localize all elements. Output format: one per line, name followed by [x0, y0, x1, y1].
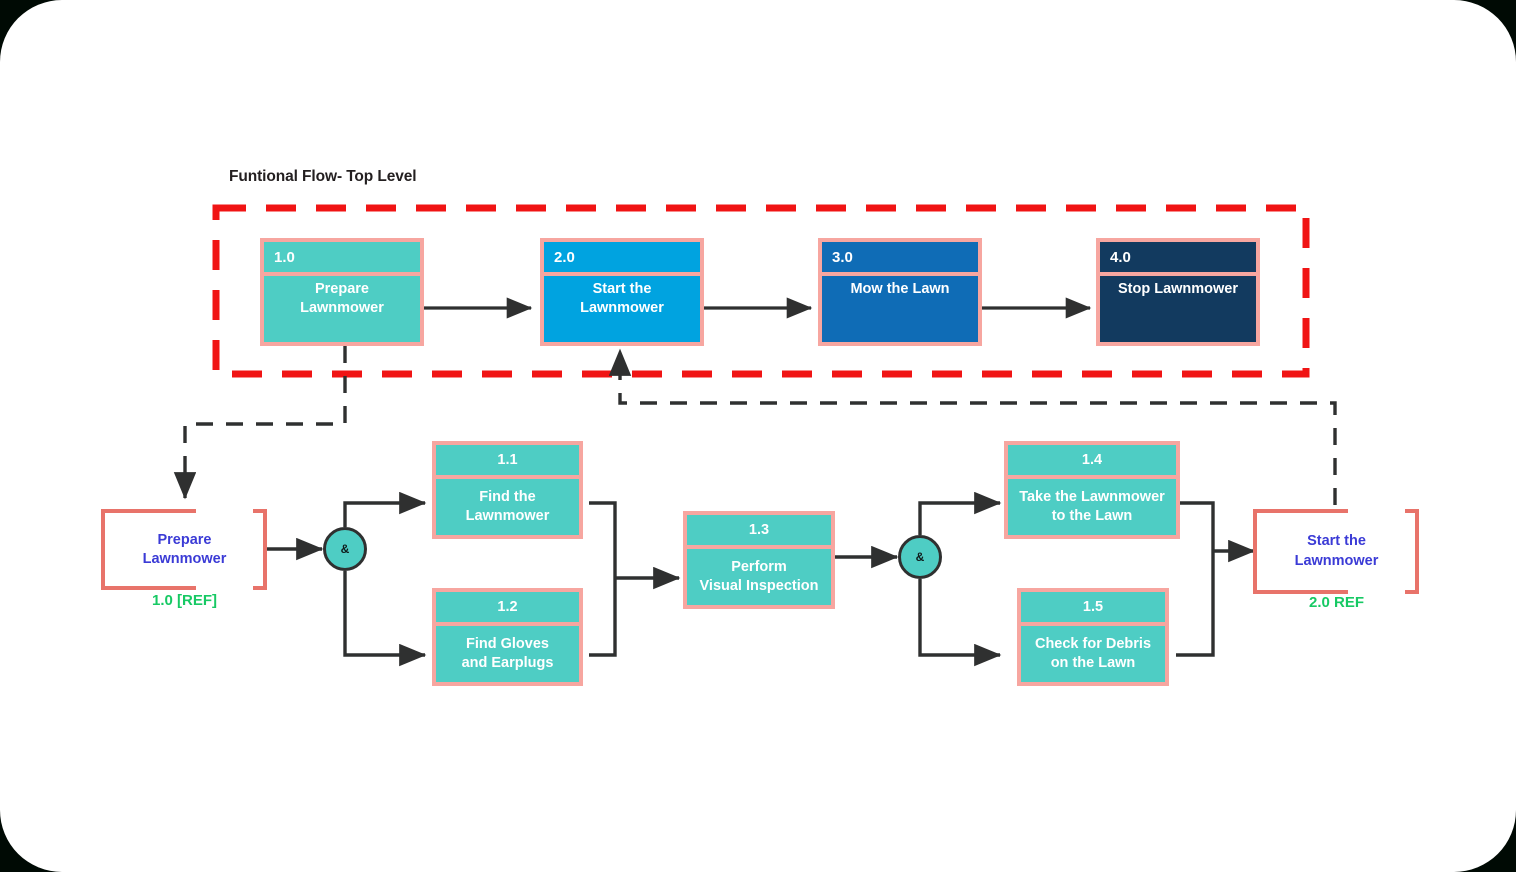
page-title: Funtional Flow- Top Level [229, 168, 417, 185]
ref-box-label: Prepare Lawnmower [143, 531, 227, 570]
arrow-gate-to-14 [918, 491, 1002, 535]
ref-label-line1: Prepare [157, 531, 212, 548]
function-label-line1: Prepare [314, 281, 369, 297]
function-label: Find the Lawnmower [436, 475, 579, 535]
function-label-line1: Mow the Lawn [850, 281, 950, 297]
function-label-line2: to the Lawn [1051, 508, 1133, 524]
function-label-line2: Visual Inspection [699, 578, 819, 594]
function-label: Start the Lawnmower [544, 272, 700, 342]
function-box-1-4[interactable]: 1.4 Take the Lawnmower to the Lawn [1004, 441, 1180, 539]
arrow-gate-to-15 [918, 579, 1002, 667]
function-id: 1.0 [274, 248, 295, 266]
function-label-line1: Check for Debris [1034, 635, 1152, 652]
function-label-line1: Find the [479, 488, 536, 505]
function-box-3-0[interactable]: 3.0 Mow the Lawn [818, 238, 982, 346]
ref-caption-entry: 1.0 [REF] [151, 592, 217, 609]
function-id: 4.0 [1110, 248, 1131, 266]
ref-label-line2: Lawnmower [1294, 552, 1379, 569]
and-gate-symbol: & [340, 542, 350, 556]
merge-14-15 [1176, 501, 1215, 657]
and-gate-left[interactable]: & [323, 527, 367, 571]
function-label: Perform Visual Inspection [687, 545, 831, 605]
function-label-line2: on the Lawn [1050, 655, 1136, 671]
function-label-line2: Lawnmower [580, 300, 664, 317]
function-label-line2: Lawnmower [465, 508, 550, 524]
function-label-line1: Perform [731, 558, 787, 575]
decomposition-link-out [608, 348, 1337, 505]
function-label: Check for Debris on the Lawn [1021, 622, 1165, 682]
function-id: 1.3 [748, 522, 770, 538]
function-label-line1: Stop Lawnmower [1117, 281, 1239, 297]
merge-11-12 [589, 501, 617, 657]
function-box-1-5[interactable]: 1.5 Check for Debris on the Lawn [1017, 588, 1169, 686]
arrow-gate-to-12 [343, 571, 427, 667]
function-label: Prepare Lawnmower [264, 272, 420, 342]
function-box-4-0[interactable]: 4.0 Stop Lawnmower [1096, 238, 1260, 346]
function-box-1-2[interactable]: 1.2 Find Gloves and Earplugs [432, 588, 583, 686]
function-id: 2.0 [554, 248, 575, 266]
ref-label-line1: Start the [1307, 533, 1366, 550]
function-label-line1: Find Gloves [466, 635, 549, 652]
function-id: 1.5 [1082, 599, 1104, 615]
function-label: Find Gloves and Earplugs [436, 622, 579, 682]
function-box-1-0[interactable]: 1.0 Prepare Lawnmower [260, 238, 424, 346]
function-label-line1: Take the Lawnmower [1019, 488, 1165, 505]
arrow-gate-to-11 [343, 491, 427, 527]
ref-caption-exit: 2.0 REF [1308, 594, 1365, 611]
function-id: 1.1 [497, 452, 518, 468]
function-label: Take the Lawnmower to the Lawn [1008, 475, 1176, 535]
function-box-2-0[interactable]: 2.0 Start the Lawnmower [540, 238, 704, 346]
function-label: Mow the Lawn [822, 272, 978, 342]
function-label-line1: Start the [592, 281, 652, 297]
function-label-line2: and Earplugs [461, 655, 554, 671]
and-gate-right[interactable]: & [898, 535, 942, 579]
and-gate-symbol: & [915, 550, 925, 564]
ref-box-entry[interactable]: Prepare Lawnmower [103, 511, 266, 589]
function-label: Stop Lawnmower [1100, 272, 1256, 342]
decomposition-link-in [173, 346, 347, 500]
function-id: 3.0 [832, 248, 853, 266]
ref-label-line2: Lawnmower [142, 551, 227, 567]
function-id: 1.4 [1081, 452, 1103, 468]
function-label-line2: Lawnmower [300, 300, 384, 317]
ref-box-label: Start the Lawnmower [1295, 532, 1379, 571]
function-box-1-1[interactable]: 1.1 Find the Lawnmower [432, 441, 583, 539]
ref-box-exit[interactable]: Start the Lawnmower [1255, 511, 1418, 592]
function-box-1-3[interactable]: 1.3 Perform Visual Inspection [683, 511, 835, 609]
function-id: 1.2 [497, 599, 518, 615]
